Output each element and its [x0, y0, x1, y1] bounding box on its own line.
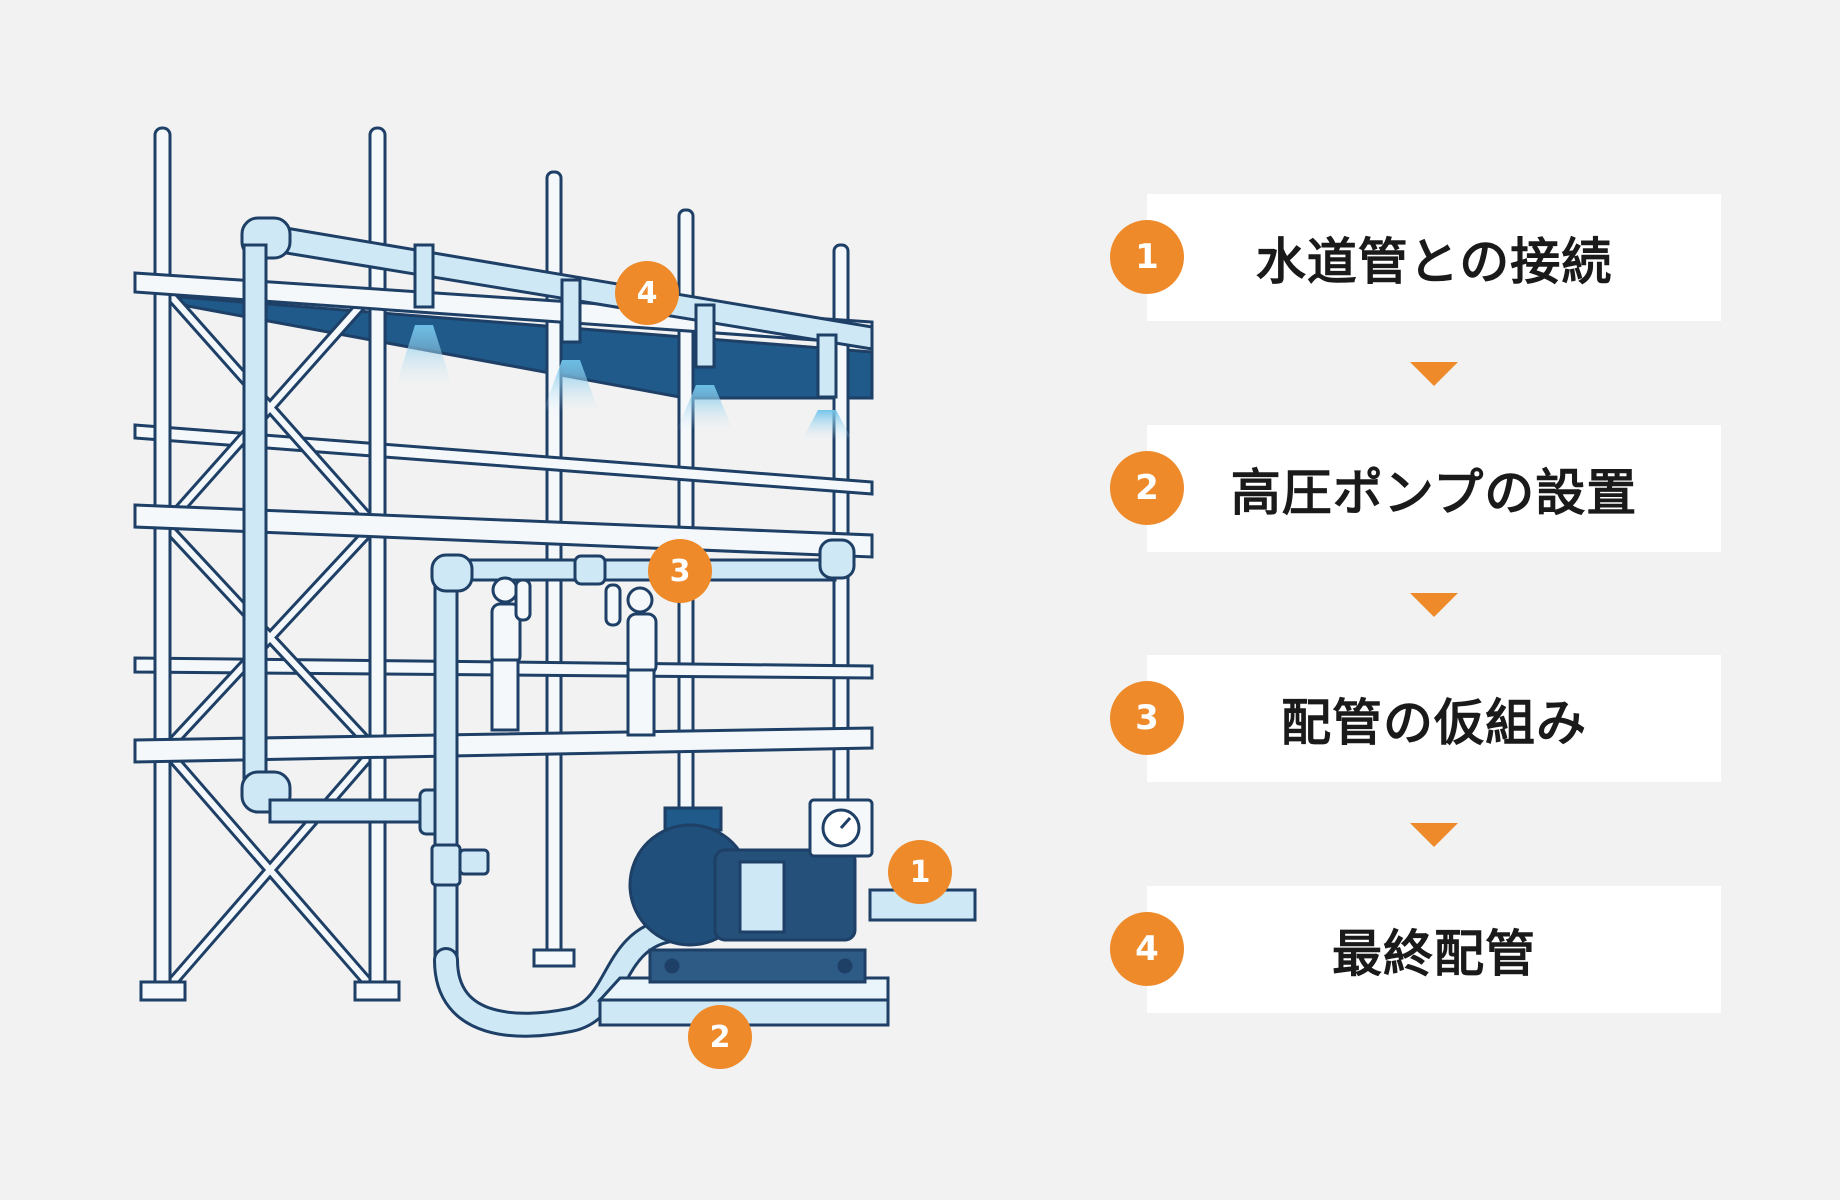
spray-1: [396, 325, 452, 385]
brace-3b: [167, 752, 373, 988]
step-label-3: 配管の仮組み: [1281, 693, 1587, 752]
down-arrow-icon: [1410, 823, 1458, 847]
brace-2b: [167, 527, 373, 748]
worker-2-head: [626, 586, 654, 614]
mid-pipe-run: [453, 558, 837, 582]
step-card-1: 水道管との接続: [1147, 194, 1721, 321]
step-label-1: 水道管との接続: [1255, 232, 1613, 291]
riser-pipe-left: [242, 243, 268, 787]
worker-1-head: [491, 576, 519, 604]
down-arrow-icon: [1410, 362, 1458, 386]
worker-2-arm: [604, 583, 622, 627]
mid-right-elbow: [818, 538, 856, 580]
drop-4: [816, 333, 838, 399]
worker-1-arm: [514, 578, 532, 622]
mid-joint: [573, 554, 607, 586]
mid-riser: [433, 573, 459, 962]
worker-2-body: [626, 612, 658, 676]
step-number-1: 1: [1110, 220, 1184, 294]
front-pole-1: [153, 126, 172, 990]
step-label-4: 最終配管: [1332, 924, 1536, 983]
spray-2: [543, 360, 599, 412]
back-rail-1: [133, 423, 874, 496]
spray-3: [677, 385, 733, 430]
foot-2: [353, 980, 401, 1002]
step-card-4: 最終配管: [1147, 886, 1721, 1013]
drop-1: [413, 243, 435, 309]
diagram-marker-4: 4: [615, 261, 679, 325]
down-arrow-icon: [1410, 593, 1458, 617]
worker-2-leg: [626, 668, 656, 737]
diagram-marker-2: 2: [688, 1005, 752, 1069]
diagram-marker-1: 1: [888, 840, 952, 904]
step-card-3: 配管の仮組み: [1147, 655, 1721, 782]
drop-3: [694, 303, 716, 369]
drop-2: [560, 278, 582, 344]
step-number-3: 3: [1110, 681, 1184, 755]
valve-handle: [458, 848, 490, 876]
spray-4: [802, 410, 852, 440]
step-label-2: 高圧ポンプの設置: [1230, 463, 1638, 522]
pump-coupling: [738, 860, 786, 934]
step-number-4: 4: [1110, 912, 1184, 986]
valve-body: [430, 843, 462, 887]
brace-1b: [167, 292, 373, 523]
foot-1: [139, 980, 187, 1002]
back-foot-1: [532, 948, 576, 968]
step-number-2: 2: [1110, 451, 1184, 525]
deck-lower: [133, 726, 874, 764]
pump-skid: [648, 948, 867, 984]
step-card-2: 高圧ポンプの設置: [1147, 425, 1721, 552]
diagram-marker-3: 3: [648, 539, 712, 603]
worker-1-leg: [490, 658, 520, 732]
mid-elbow: [430, 553, 474, 593]
